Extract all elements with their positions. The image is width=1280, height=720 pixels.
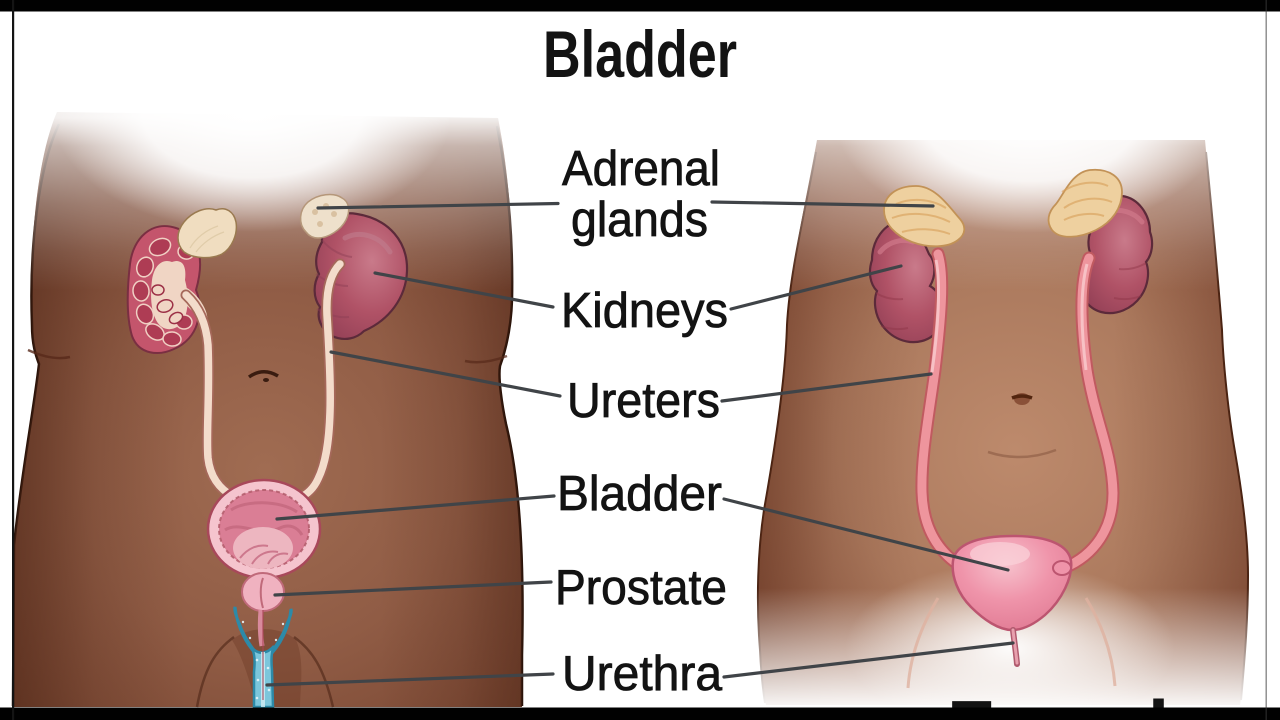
- svg-text:Urethra: Urethra: [562, 647, 723, 701]
- svg-text:glands: glands: [571, 193, 708, 247]
- svg-text:Bladder: Bladder: [543, 17, 737, 91]
- svg-text:Prostate: Prostate: [555, 561, 727, 615]
- svg-text:Adrenal: Adrenal: [562, 142, 720, 196]
- svg-text:Bladder: Bladder: [557, 467, 722, 521]
- svg-text:Ureters: Ureters: [567, 374, 720, 428]
- svg-text:Kidneys: Kidneys: [561, 284, 728, 338]
